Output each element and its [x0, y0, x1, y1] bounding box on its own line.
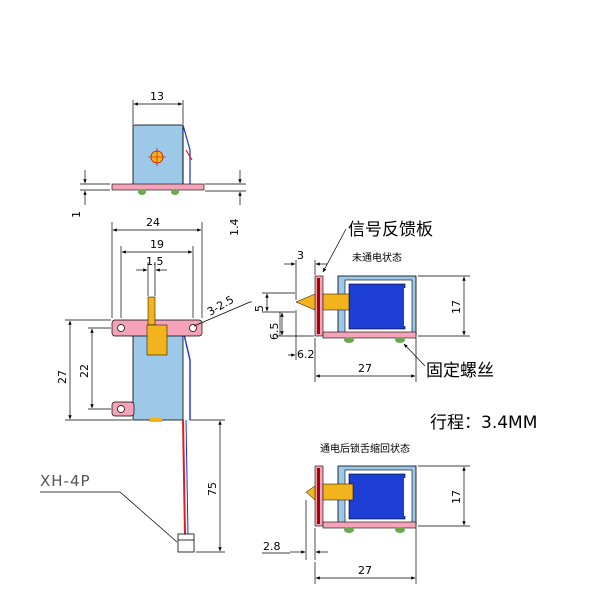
feedback-plate-label: 信号反馈板 [348, 220, 433, 240]
dim-overall-width: 24 [146, 216, 160, 229]
plunger-icon [295, 293, 316, 311]
dim-wire-length: 75 [206, 482, 219, 496]
dim-side-plunger-len: 3 [297, 249, 304, 262]
dim-side-6-5: 6.5 [268, 323, 281, 341]
dim-plate-height: 1.4 [228, 219, 241, 237]
coil-icon [348, 283, 406, 330]
powered-state-label: 通电后锁舌缩回状态 [320, 442, 410, 455]
unpowered-state-label: 未通电状态 [352, 251, 402, 264]
dim-side2-body-len: 27 [358, 564, 372, 577]
connector-icon [177, 533, 195, 553]
connector-label: XH-4P [40, 472, 91, 490]
dim-side-6-2: 6.2 [297, 348, 315, 361]
fixing-screw-label: 固定螺丝 [426, 361, 494, 381]
side-view-unpowered: 信号反馈板 未通电状态 3 5 6.5 6.2 [253, 220, 537, 433]
dim-body-height: 27 [56, 370, 69, 384]
front-view: 24 19 1.5 3-2.5 27 22 75 XH-4P [40, 216, 252, 553]
dim-plunger-width: 1.5 [146, 255, 164, 268]
dim-side-height: 17 [450, 300, 463, 314]
dim-hole-spacing: 19 [150, 238, 164, 251]
dim-plate-thickness: 1 [70, 211, 83, 218]
dim-side2-height: 17 [450, 490, 463, 504]
dim-side-5: 5 [253, 305, 266, 312]
dim-top-width: 13 [150, 90, 164, 103]
side-view-powered: 通电后锁舌缩回状态 2.8 27 17 [262, 442, 470, 584]
stroke-label: 行程：3.4MM [430, 413, 537, 433]
dim-side2-stroke-offset: 2.8 [263, 540, 281, 553]
top-view: 13 1 1.4 [70, 90, 246, 236]
top-plate [111, 183, 205, 191]
dim-side-body-len: 27 [358, 362, 372, 375]
dim-hole-vertical: 22 [78, 364, 91, 378]
